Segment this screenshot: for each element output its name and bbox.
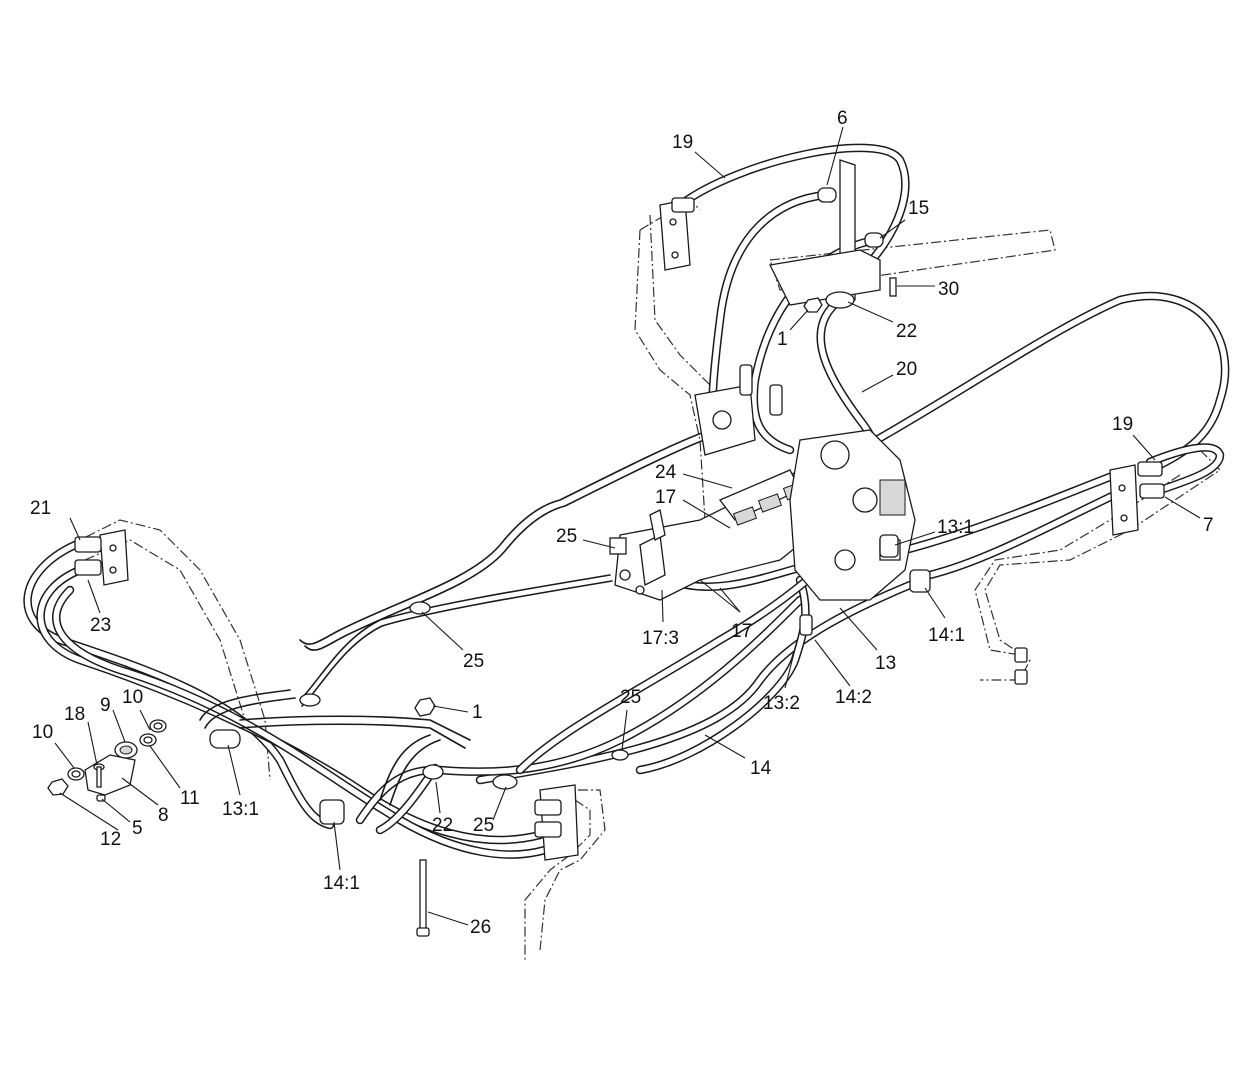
callout-24: 24 xyxy=(655,462,677,483)
control-valve-block xyxy=(614,469,831,601)
callout-30: 30 xyxy=(938,279,959,300)
callout-25-bottom: 25 xyxy=(473,815,494,836)
callout-25-valve: 25 xyxy=(556,526,577,547)
callout-13-1-left: 13:1 xyxy=(222,799,259,820)
callout-14: 14 xyxy=(750,758,772,779)
callout-labels: 6 19 15 30 22 1 20 19 24 17 7 13:1 25 17… xyxy=(30,108,1214,938)
right-bracket xyxy=(1109,464,1139,536)
callout-14-1-right: 14:1 xyxy=(928,625,965,646)
hose-clamps xyxy=(299,537,629,790)
callout-11: 11 xyxy=(180,788,200,809)
callout-15: 15 xyxy=(908,198,929,219)
callout-17-top: 17 xyxy=(655,487,676,508)
callout-5: 5 xyxy=(132,818,143,839)
callout-7: 7 xyxy=(1203,515,1214,536)
hardware xyxy=(414,277,897,937)
callout-22-top: 22 xyxy=(896,321,917,342)
callout-17-3: 17:3 xyxy=(642,628,679,649)
hoses xyxy=(23,143,1230,859)
callout-10-left: 10 xyxy=(32,722,53,743)
leader-lines xyxy=(54,126,1201,926)
callout-21: 21 xyxy=(30,498,51,519)
callout-13: 13 xyxy=(875,653,896,674)
callout-25-left: 25 xyxy=(463,651,484,672)
thin-tubes xyxy=(199,429,716,806)
callout-25-center: 25 xyxy=(620,687,641,708)
callout-22-bottom: 22 xyxy=(432,815,453,836)
upper-bracket xyxy=(694,159,881,456)
callout-13-2: 13:2 xyxy=(763,693,800,714)
hose-fittings xyxy=(74,187,1165,838)
callout-1-bottom: 1 xyxy=(472,702,483,723)
callout-1-top: 1 xyxy=(777,329,788,350)
callout-19-right: 19 xyxy=(1112,414,1133,435)
left-bracket xyxy=(99,529,129,586)
grommets xyxy=(422,291,855,780)
callout-9: 9 xyxy=(100,695,111,716)
callout-17-bottom: 17 xyxy=(731,621,752,642)
callout-14-1-left: 14:1 xyxy=(323,873,360,894)
callout-26: 26 xyxy=(470,917,491,938)
callout-6: 6 xyxy=(837,108,848,129)
callout-8: 8 xyxy=(158,805,169,826)
exploded-bulkhead-plate xyxy=(47,719,167,802)
callout-12: 12 xyxy=(100,829,121,850)
callout-20: 20 xyxy=(896,359,917,380)
callout-10-top: 10 xyxy=(122,687,143,708)
callout-19-top: 19 xyxy=(672,132,693,153)
callout-23: 23 xyxy=(90,615,111,636)
callout-18: 18 xyxy=(64,704,85,725)
callout-13-1-right: 13:1 xyxy=(937,517,974,538)
callout-14-2: 14:2 xyxy=(835,687,872,708)
hydraulic-pump xyxy=(789,429,916,601)
